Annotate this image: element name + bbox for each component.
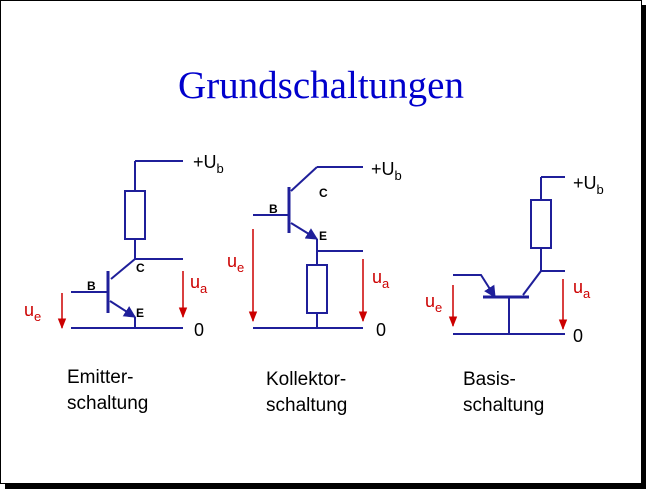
caption-emitter: Emitter- schaltung [67, 365, 148, 417]
supply-label: +Ub [573, 173, 604, 197]
emitter-circuit [71, 160, 183, 329]
supply-label: +Ub [193, 152, 224, 176]
supply-label: +Ub [371, 159, 402, 183]
emitter-lead [290, 222, 319, 240]
emitter-lead [109, 300, 137, 318]
input-voltage-label: ue [227, 251, 244, 275]
collector-resistor [124, 190, 146, 240]
ground-label: 0 [573, 326, 583, 346]
input-voltage-label: ue [425, 291, 442, 315]
collector-lead [522, 270, 542, 296]
emitter-resistor [306, 264, 328, 314]
collector-circuit [253, 166, 363, 329]
caption-line: Kollektor- [266, 369, 347, 390]
emitter-lead [453, 274, 496, 299]
emitter-arrows [57, 271, 188, 330]
input-voltage-label: ue [24, 300, 41, 324]
emitter-label: E [136, 306, 144, 320]
base-circuit [453, 176, 565, 335]
base-label: B [269, 202, 278, 216]
output-voltage-label: ua [573, 277, 591, 301]
caption-line: schaltung [266, 395, 348, 416]
collector-lead [290, 166, 318, 192]
caption-line: schaltung [463, 395, 545, 416]
slide-title: Grundschaltungen [178, 64, 464, 107]
collector-label: C [136, 261, 145, 275]
collector-arrows [248, 229, 368, 323]
collector-lead [110, 258, 136, 280]
collector-label: C [319, 186, 328, 200]
caption-line: schaltung [67, 393, 149, 414]
base-arrows [448, 279, 568, 331]
caption-base: Basis- schaltung [463, 367, 544, 419]
ground-label: 0 [376, 320, 386, 340]
caption-line: Basis- [463, 369, 516, 390]
emitter-label: E [319, 229, 327, 243]
caption-line: Emitter- [67, 367, 134, 388]
output-voltage-label: ua [190, 272, 208, 296]
caption-collector: Kollektor- schaltung [266, 367, 347, 419]
ground-label: 0 [194, 320, 204, 340]
output-voltage-label: ua [372, 267, 390, 291]
base-label: B [87, 279, 96, 293]
collector-resistor [530, 199, 552, 249]
